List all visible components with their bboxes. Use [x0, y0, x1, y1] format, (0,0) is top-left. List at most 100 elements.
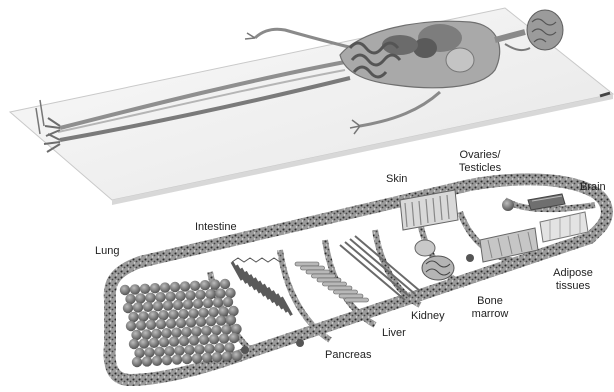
lung-cell	[150, 283, 160, 293]
lung-cell	[165, 291, 175, 301]
lung-cell	[201, 326, 211, 336]
lung-cell	[205, 289, 215, 299]
lung-cell	[224, 342, 234, 352]
lung-cell	[218, 306, 228, 316]
label-bone-line1: Bone	[467, 295, 513, 308]
label-ovaries-line1: Ovaries/	[450, 149, 510, 162]
label-skin: Skin	[386, 173, 407, 186]
pancreas-rod	[312, 274, 336, 278]
lung-cell	[141, 329, 151, 339]
label-bone-line2: marrow	[467, 308, 513, 321]
lung-cell	[222, 351, 232, 361]
pancreas-rod	[295, 262, 319, 266]
lung-cell	[133, 302, 143, 312]
lung-cell	[173, 300, 183, 310]
lung-cell	[171, 327, 181, 337]
lung-cell	[192, 353, 202, 363]
lung-cell	[153, 301, 163, 311]
lung-cell	[202, 353, 212, 363]
lung-cell	[221, 324, 231, 334]
body-head-brain	[527, 10, 563, 50]
pancreas-rod	[339, 294, 363, 298]
lung-cell	[128, 312, 138, 322]
lung-cell	[156, 319, 166, 329]
lung-cell	[148, 311, 158, 321]
chip-ovaries-tissue	[502, 199, 514, 211]
lung-cell	[168, 309, 178, 319]
lung-cell	[155, 292, 165, 302]
body-organ-stomach	[446, 48, 474, 72]
lung-cell	[214, 343, 224, 353]
lung-cell	[183, 299, 193, 309]
lung-cell	[216, 315, 226, 325]
lung-cell	[125, 294, 135, 304]
lung-cell	[126, 321, 136, 331]
lung-cell	[164, 346, 174, 356]
lung-cell	[186, 317, 196, 327]
lung-cell	[184, 345, 194, 355]
lung-cell	[131, 330, 141, 340]
lung-cell	[175, 291, 185, 301]
lung-cell	[129, 339, 139, 349]
lung-cell	[160, 282, 170, 292]
lung-cell	[199, 335, 209, 345]
lung-cell	[161, 328, 171, 338]
lung-cell	[181, 327, 191, 337]
lung-cell	[144, 347, 154, 357]
lung-cell	[203, 298, 213, 308]
lung-cell	[182, 354, 192, 364]
lung-cell	[231, 324, 241, 334]
lung-cell	[142, 356, 152, 366]
lung-cell	[151, 329, 161, 339]
lung-cell	[159, 337, 169, 347]
lung-cell	[180, 281, 190, 291]
lung-cell	[219, 333, 229, 343]
lung-cell	[152, 356, 162, 366]
chip-node-3	[466, 254, 474, 262]
label-bone-marrow: Bone marrow	[467, 295, 513, 321]
lung-cell	[123, 303, 133, 313]
chip-kidney-tissue	[415, 240, 454, 280]
lung-cell	[194, 344, 204, 354]
label-pancreas: Pancreas	[325, 349, 371, 362]
lung-cell	[149, 338, 159, 348]
lung-cell	[209, 334, 219, 344]
pancreas-rod	[301, 266, 325, 270]
chip-node-2	[241, 346, 249, 354]
lung-cell	[228, 306, 238, 316]
lung-cell	[223, 297, 233, 307]
lung-cell	[190, 281, 200, 291]
lung-cell	[158, 310, 168, 320]
label-brain: Brain	[580, 181, 606, 194]
lung-cell	[136, 320, 146, 330]
lung-cell	[130, 284, 140, 294]
lung-cell	[139, 338, 149, 348]
lung-cell	[191, 326, 201, 336]
lung-cell	[163, 300, 173, 310]
label-kidney: Kidney	[411, 310, 445, 323]
pancreas-rod	[328, 286, 352, 290]
lung-cell	[229, 333, 239, 343]
label-adipose-line1: Adipose	[548, 267, 598, 280]
lung-cell	[143, 302, 153, 312]
lung-cell	[162, 355, 172, 365]
label-ovaries-line2: Testicles	[450, 162, 510, 175]
lung-cell	[213, 297, 223, 307]
lung-cell	[210, 279, 220, 289]
lung-cell	[206, 316, 216, 326]
lung-cell	[140, 284, 150, 294]
lung-cell	[196, 317, 206, 327]
lung-cell	[185, 290, 195, 300]
label-adipose-tissues: Adipose tissues	[548, 267, 598, 293]
lung-cell	[169, 336, 179, 346]
lung-cell	[170, 282, 180, 292]
lung-cell	[138, 311, 148, 321]
pancreas-rod	[323, 282, 347, 286]
lung-cell	[132, 357, 142, 367]
lung-cell	[225, 288, 235, 298]
lung-cell	[166, 318, 176, 328]
lung-cell	[154, 347, 164, 357]
lung-cell	[212, 352, 222, 362]
